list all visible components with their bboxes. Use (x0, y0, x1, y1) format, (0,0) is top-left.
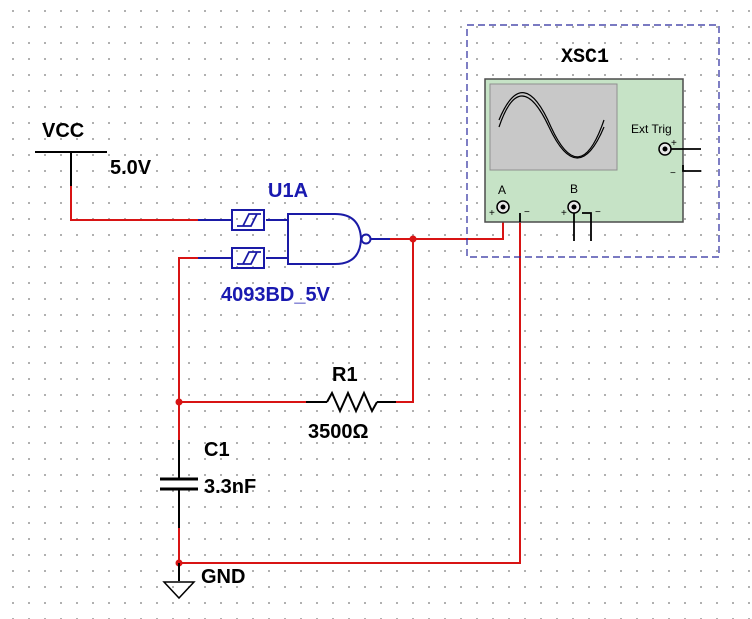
capacitor-ref-label: C1 (204, 439, 230, 461)
ground-icon (162, 581, 196, 600)
scope-selection-border (466, 24, 720, 258)
nand-body (287, 213, 363, 265)
wire-output-node-to-r1[interactable] (379, 239, 414, 403)
resistor-value-label: 3500Ω (308, 421, 369, 443)
nand-inversion-bubble (360, 233, 372, 245)
scope-screen (489, 83, 618, 171)
junction-cap-top (175, 398, 183, 406)
channel-b-terminal-dot (571, 204, 577, 210)
sine-wave-trace-2 (498, 92, 605, 158)
capacitor-c1[interactable]: C1 3.3nF (160, 439, 256, 528)
wires (70, 184, 521, 564)
channel-b-minus-label: − (595, 207, 601, 218)
channel-a-label: A (498, 183, 506, 197)
ext-trig-minus-label: − (670, 168, 676, 179)
resistor-zigzag (326, 390, 378, 414)
wire-vcc-to-gate-input-1[interactable] (70, 184, 232, 221)
scope-ref-label: XSC1 (561, 46, 609, 69)
resistor-r1[interactable]: R1 3500Ω (306, 364, 396, 443)
wire-gate-output-to-scope-a[interactable] (377, 209, 504, 240)
ext-trig-minus-lead (682, 165, 701, 172)
resistor-ref-label: R1 (332, 364, 358, 386)
wire-ground-to-scope-a-minus[interactable] (179, 213, 521, 564)
oscilloscope-xsc1[interactable]: XSC1 Ext Trig + − A + − B + − (466, 24, 720, 258)
ext-trig-label: Ext Trig (631, 122, 672, 136)
gate-part-label: 4093BD_5V (221, 284, 331, 306)
channel-a-terminal-dot (500, 204, 506, 210)
schmitt-trigger-icon-1 (231, 209, 265, 231)
capacitor-value-label: 3.3nF (204, 476, 256, 498)
nand-gate-u1a[interactable]: U1A 4093BD_5V (198, 180, 390, 306)
vcc-source[interactable]: VCC 5.0V (35, 120, 152, 186)
schmitt-trigger-icon-2 (231, 247, 265, 269)
ground-symbol[interactable]: GND (162, 563, 245, 600)
ext-trig-plus-label: + (671, 138, 677, 149)
ground-label: GND (201, 566, 245, 588)
channel-b-plus-label: + (561, 208, 567, 219)
gate-ref-label: U1A (268, 180, 308, 202)
junction-output (409, 235, 417, 243)
vcc-voltage-label: 5.0V (110, 157, 152, 179)
sine-wave-trace-1 (498, 95, 605, 159)
channel-b-minus-lead (582, 212, 592, 241)
channel-b-label: B (570, 182, 578, 196)
hysteresis-icon-2 (237, 251, 261, 265)
channel-a-plus-label: + (489, 208, 495, 219)
ext-trig-terminal-dot (662, 146, 668, 152)
vcc-label: VCC (42, 120, 84, 142)
hysteresis-icon-1 (237, 213, 261, 227)
channel-a-minus-label: − (524, 207, 530, 218)
